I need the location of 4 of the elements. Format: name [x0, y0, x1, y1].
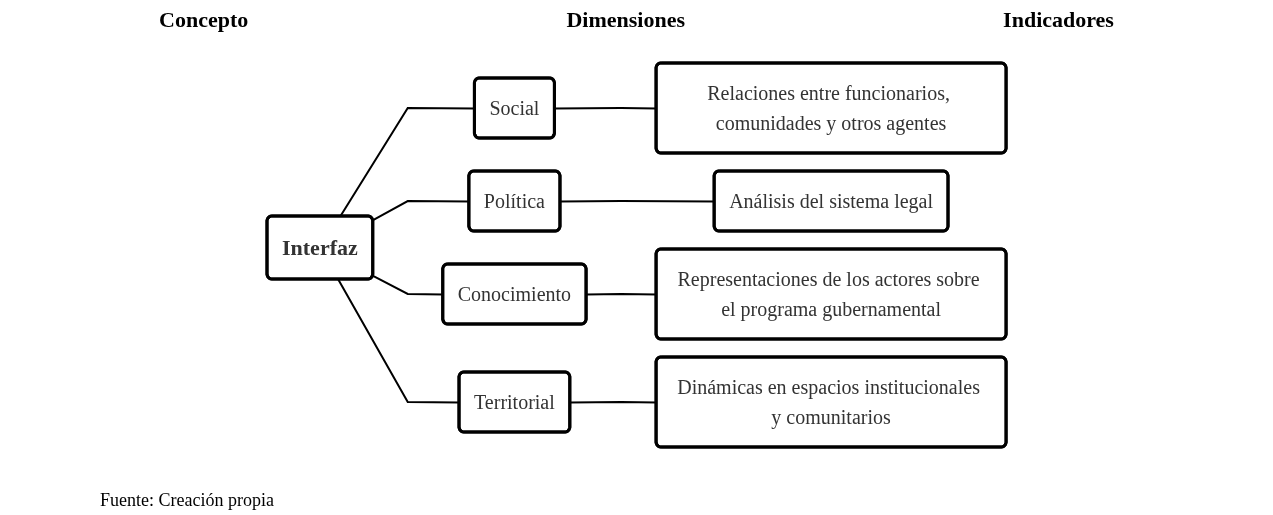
column-heading: Concepto: [159, 7, 249, 33]
column-heading: Indicadores: [1003, 7, 1114, 33]
column-heading: Dimensiones: [566, 7, 685, 33]
caption: Fuente: Creación propia: [100, 490, 274, 511]
